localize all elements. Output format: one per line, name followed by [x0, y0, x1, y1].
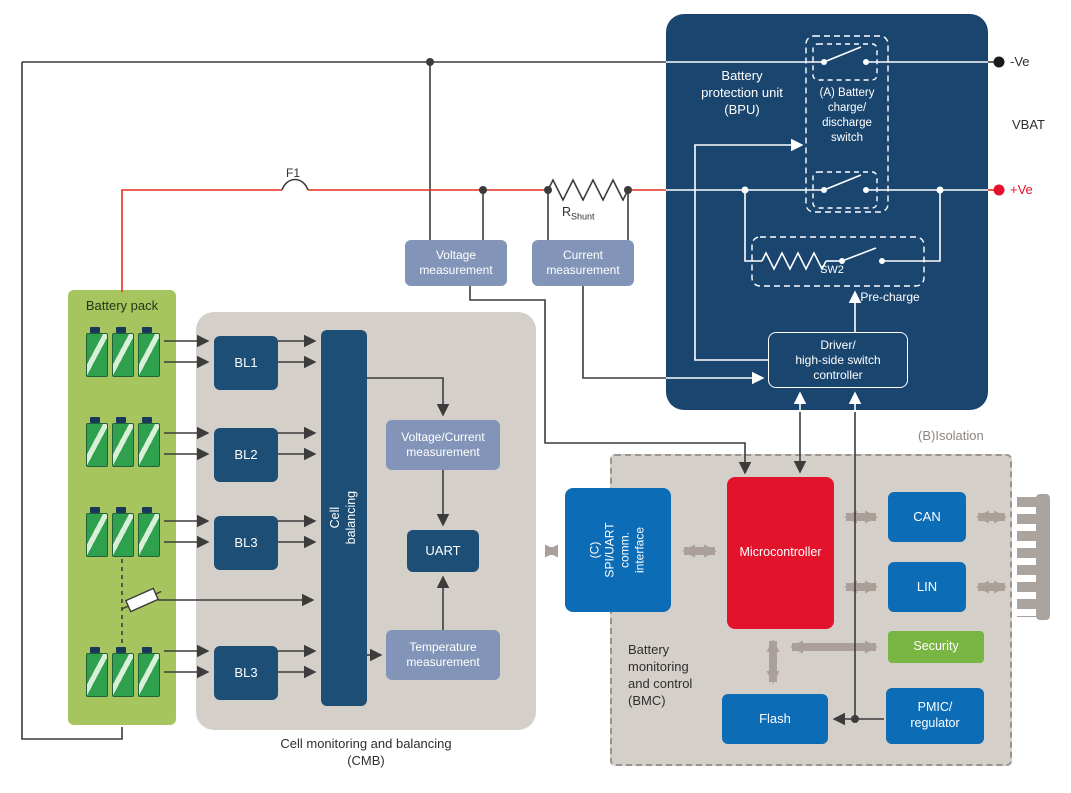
- bpu-title: Battery protection unit (BPU): [701, 68, 783, 117]
- security-box: Security: [888, 631, 984, 663]
- switch-a-label: (A) Battery charge/ discharge switch: [819, 87, 875, 144]
- negative-rail-label: -Ve: [1010, 54, 1030, 69]
- bl3b-box: BL3: [214, 646, 278, 700]
- current-measurement-label: Current measurement: [546, 248, 620, 277]
- driver-controller-label: Driver/ high-side switch controller: [795, 337, 881, 382]
- connector-bar-icon: [1036, 494, 1050, 620]
- shunt-label-sub: Shunt: [571, 211, 595, 222]
- spi-uart-interface-label: (C) SPI/UART comm. interface: [588, 522, 647, 578]
- cell-balancing-box: Cell balancing: [321, 330, 367, 706]
- pmic-label: PMIC/ regulator: [910, 700, 960, 730]
- cell-balancing-label: Cell balancing: [328, 491, 359, 545]
- lin-label: LIN: [916, 578, 938, 594]
- temperature-measurement-box: Temperature measurement: [386, 630, 500, 680]
- pmic-box: PMIC/ regulator: [886, 688, 984, 744]
- microcontroller-box: Microcontroller: [727, 477, 834, 629]
- wire-harness-connector: [1017, 494, 1050, 620]
- precharge-label: Pre-charge: [860, 290, 920, 304]
- microcontroller-label: Microcontroller: [739, 545, 822, 560]
- battery-cell-icon: [138, 417, 160, 467]
- battery-cell-icon: [112, 327, 134, 377]
- shunt-symbol: [547, 178, 629, 202]
- bl3-box: BL3: [214, 516, 278, 570]
- positive-rail-label: +Ve: [1010, 182, 1033, 197]
- lin-box: LIN: [888, 562, 966, 612]
- battery-pack-box: Battery pack: [68, 290, 176, 725]
- battery-cell-icon: [86, 647, 108, 697]
- battery-pack-label: Battery pack: [85, 298, 159, 313]
- can-label: CAN: [913, 508, 941, 524]
- uart-label: UART: [425, 542, 461, 558]
- driver-controller-box: Driver/ high-side switch controller: [768, 332, 908, 388]
- bl3b-label: BL3: [234, 664, 258, 680]
- spi-uart-interface-box: (C) SPI/UART comm. interface: [565, 488, 671, 612]
- vbat-label: VBAT: [1012, 117, 1045, 132]
- battery-cell-icon: [86, 417, 108, 467]
- security-label: Security: [913, 639, 959, 654]
- current-measurement-box: Current measurement: [532, 240, 634, 286]
- voltage-current-measurement-box: Voltage/Current measurement: [386, 420, 500, 470]
- fuse-label: F1: [286, 166, 301, 180]
- voltage-measurement-box: Voltage measurement: [405, 240, 507, 286]
- flash-label: Flash: [759, 710, 791, 726]
- battery-cell-icon: [112, 647, 134, 697]
- bl2-label: BL2: [234, 446, 258, 462]
- bl1-label: BL1: [234, 354, 258, 370]
- battery-cell-icon: [112, 507, 134, 557]
- bl2-box: BL2: [214, 428, 278, 482]
- sense-wires: [482, 190, 629, 240]
- can-box: CAN: [888, 492, 966, 542]
- isolation-label: (B)Isolation: [918, 428, 984, 443]
- battery-cell-icon: [112, 417, 134, 467]
- sw2-label: SW2: [820, 264, 844, 276]
- shunt-label: RShunt: [562, 204, 595, 223]
- bl3-label: BL3: [234, 534, 258, 550]
- battery-cell-icon: [86, 327, 108, 377]
- battery-cell-icon: [138, 647, 160, 697]
- uart-box: UART: [407, 530, 479, 572]
- bl1-box: BL1: [214, 336, 278, 390]
- voltage-current-measurement-label: Voltage/Current measurement: [401, 430, 485, 459]
- battery-cell-icon: [138, 507, 160, 557]
- bmc-caption: Battery monitoring and control (BMC): [628, 642, 693, 708]
- cmb-caption: Cell monitoring and balancing (CMB): [280, 736, 452, 768]
- connector-teeth-icon: [1017, 497, 1037, 617]
- battery-cell-icon: [86, 507, 108, 557]
- flash-box: Flash: [722, 694, 828, 744]
- temperature-measurement-label: Temperature measurement: [406, 640, 480, 669]
- voltage-measurement-label: Voltage measurement: [419, 248, 493, 277]
- shunt-label-base: R: [562, 205, 572, 219]
- battery-cell-icon: [138, 327, 160, 377]
